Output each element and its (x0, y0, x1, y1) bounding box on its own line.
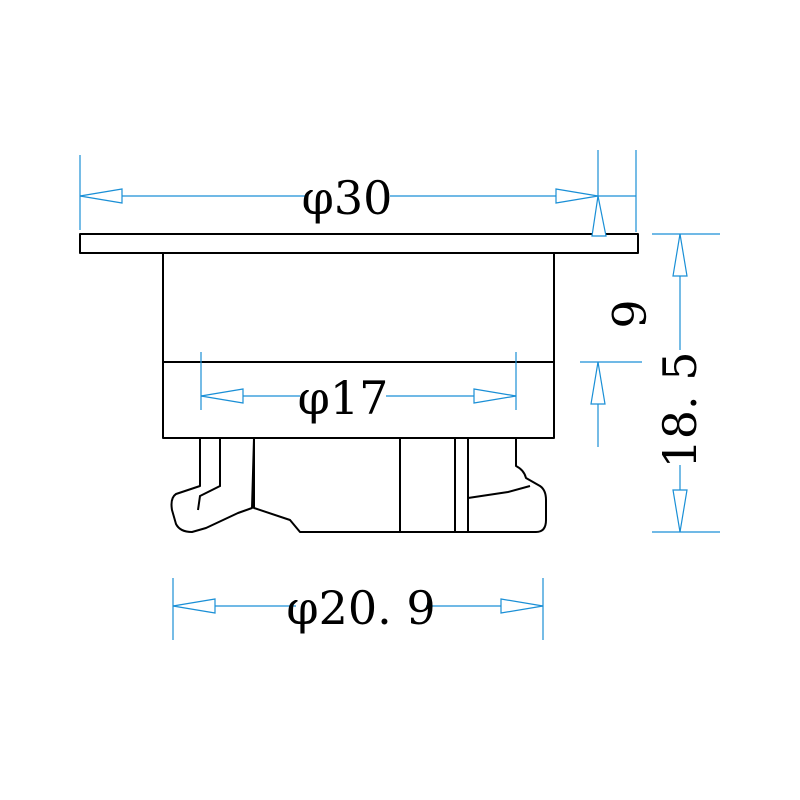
arrowhead (672, 233, 688, 277)
right-clip (467, 437, 547, 533)
dimension-flange-height: 6 (580, 299, 655, 447)
body-cylinder (162, 252, 555, 439)
dimension-top-diameter: φ30 (79, 150, 637, 237)
bottom-center-body (253, 437, 469, 533)
top-flange (79, 233, 639, 254)
arrowhead (500, 598, 544, 614)
part-outline (79, 233, 639, 533)
top-diameter-label: φ30 (302, 171, 393, 225)
arrowhead (555, 188, 599, 204)
inner-diameter-label: φ17 (298, 371, 389, 425)
flange-height-label: 6 (601, 299, 655, 328)
left-clip (170, 437, 255, 533)
dimension-total-height: 18. 5 (652, 233, 720, 533)
arrowhead (473, 388, 517, 404)
arrowhead (200, 388, 244, 404)
right-clip-edge (467, 485, 531, 499)
arrowhead (79, 188, 123, 204)
arrowhead (590, 361, 606, 405)
arrowhead (591, 195, 607, 237)
total-height-label: 18. 5 (653, 351, 707, 468)
left-clip-edge (197, 438, 221, 511)
dimension-bottom-diameter: φ20. 9 (172, 578, 544, 640)
arrowhead (172, 598, 216, 614)
arrowhead (672, 489, 688, 533)
bottom-diameter-label: φ20. 9 (286, 581, 435, 635)
dimension-inner-diameter: φ17 (200, 352, 517, 425)
